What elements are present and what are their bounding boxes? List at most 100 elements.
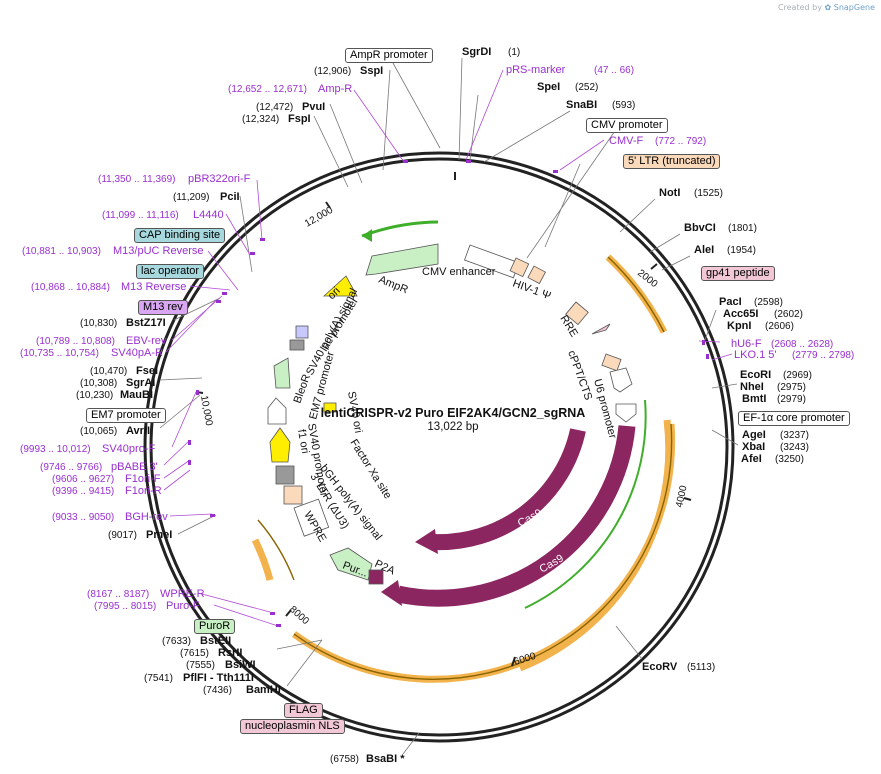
- svg-text:(12,906): (12,906): [314, 66, 351, 77]
- svg-text:(9396 .. 9415): (9396 .. 9415): [52, 486, 114, 497]
- box-flag[interactable]: FLAG: [284, 700, 323, 718]
- label-factor-xa: Factor Xa site: [347, 437, 393, 501]
- svg-text:(1801): (1801): [728, 223, 757, 234]
- primer-pbabe-3[interactable]: pBABE 3': [111, 461, 158, 473]
- primer-cmv-f[interactable]: CMV-F: [609, 135, 644, 147]
- bgh-polya-feature: [275, 465, 295, 485]
- site-pmei[interactable]: PmeI: [146, 529, 172, 541]
- svg-text:(10,830): (10,830): [80, 318, 117, 329]
- site-xbai[interactable]: XbaI: [742, 441, 765, 453]
- green-line-ampr: [361, 220, 439, 238]
- tick-4000: 4000: [674, 484, 689, 508]
- site-sgrdi[interactable]: SgrDI: [462, 46, 491, 58]
- primer-l4440[interactable]: L4440: [193, 209, 224, 221]
- lac-operator-feature: [295, 325, 309, 339]
- tick-mark-2000: [650, 263, 658, 270]
- site-paci[interactable]: PacI: [719, 296, 742, 308]
- box-lac-operator[interactable]: lac operator: [136, 261, 205, 279]
- box-cmv-promoter[interactable]: CMV promoter: [586, 115, 668, 133]
- site-rsrii[interactable]: RsrII: [218, 647, 242, 659]
- site-sspi[interactable]: SspI: [360, 65, 383, 77]
- ori-feature: [322, 275, 358, 297]
- primer-puro-f[interactable]: Puro-F: [166, 600, 200, 612]
- box-5ltr-truncated[interactable]: 5' LTR (truncated): [623, 151, 721, 169]
- site-agei[interactable]: AgeI: [742, 429, 766, 441]
- label-hiv1-psi: HIV-1 Ψ: [511, 278, 552, 303]
- primer-f1ori-f[interactable]: F1ori-F: [125, 473, 161, 485]
- backbone-outer-ring: [143, 151, 735, 743]
- site-avrii[interactable]: AvrII: [126, 425, 150, 437]
- box-cap-binding-site[interactable]: CAP binding site: [134, 225, 226, 243]
- svg-text:(7615): (7615): [180, 648, 209, 659]
- primer-m13-reverse[interactable]: M13 Reverse: [121, 281, 186, 293]
- site-bsteii[interactable]: BstEII: [200, 635, 231, 647]
- site-spei[interactable]: SpeI: [537, 81, 560, 93]
- site-nhei[interactable]: NheI: [740, 381, 764, 393]
- site-alei[interactable]: AleI: [694, 244, 714, 256]
- svg-text:(772 .. 792): (772 .. 792): [655, 136, 706, 147]
- box-puror[interactable]: PuroR: [194, 616, 236, 634]
- green-line-cas9: [524, 399, 647, 609]
- primer-ebv-rev[interactable]: EBV-rev: [126, 335, 167, 347]
- site-snabi[interactable]: SnaBI: [566, 99, 597, 111]
- site-fspi[interactable]: FspI: [288, 113, 311, 125]
- primer-m13-puc-reverse[interactable]: M13/pUC Reverse: [113, 245, 203, 257]
- primer-hu6-f[interactable]: hU6-F: [731, 338, 762, 350]
- svg-text:(9993 .. 10,012): (9993 .. 10,012): [20, 444, 91, 455]
- svg-text:(12,652 .. 12,671): (12,652 .. 12,671): [228, 84, 307, 95]
- site-bbvci[interactable]: BbvCI: [684, 222, 716, 234]
- svg-text:(10,065): (10,065): [80, 426, 117, 437]
- site-fsei[interactable]: FseI: [136, 365, 158, 377]
- primer-prs-marker[interactable]: pRS-marker: [506, 64, 566, 76]
- primer-amp-r[interactable]: Amp-R: [318, 83, 352, 95]
- site-sgrai[interactable]: SgrAI: [126, 377, 155, 389]
- site-bsabi[interactable]: BsaBI *: [366, 753, 405, 765]
- site-noti[interactable]: NotI: [659, 187, 680, 199]
- label-cmv-enhancer: CMV enhancer: [422, 266, 496, 278]
- primer-bgh-rev[interactable]: BGH-rev: [125, 511, 168, 523]
- primer-sv40pa-r[interactable]: SV40pA-R: [111, 347, 163, 359]
- site-afei[interactable]: AfeI: [741, 453, 762, 465]
- svg-text:(2606): (2606): [765, 321, 794, 332]
- svg-text:(8167 .. 8187): (8167 .. 8187): [87, 589, 149, 600]
- primer-sv40pro-f[interactable]: SV40pro-F: [102, 443, 155, 455]
- svg-text:(7436): (7436): [203, 685, 232, 696]
- box-ampr-promoter[interactable]: AmpR promoter: [345, 45, 433, 63]
- primer-f1ori-r[interactable]: F1ori-R: [125, 485, 162, 497]
- site-bstz17i[interactable]: BstZ17I: [126, 317, 166, 329]
- site-acc65i[interactable]: Acc65I: [723, 308, 758, 320]
- svg-text:(47 .. 66): (47 .. 66): [594, 65, 634, 76]
- box-nucleoplasmin-nls[interactable]: nucleoplasmin NLS: [240, 716, 345, 734]
- svg-text:(10,308): (10,308): [80, 378, 117, 389]
- site-pflfi-tth111i[interactable]: PflFI - Tth111I: [183, 672, 254, 684]
- site-bmti[interactable]: BmtI: [742, 393, 766, 405]
- svg-text:(7995 .. 8015): (7995 .. 8015): [94, 601, 156, 612]
- cas9-outer-arrowhead: [381, 580, 402, 606]
- site-ecori[interactable]: EcoRI: [740, 369, 771, 381]
- cas9-feature-outer: [396, 425, 636, 607]
- site-ecorv[interactable]: EcoRV: [642, 661, 678, 673]
- site-bamhi[interactable]: BamHI: [246, 684, 281, 696]
- site-pvui[interactable]: PvuI: [302, 101, 325, 113]
- site-pcii[interactable]: PciI: [220, 191, 240, 203]
- box-gp41-peptide[interactable]: gp41 peptide: [701, 263, 775, 281]
- orange-band-puro: [251, 538, 274, 581]
- svg-text:(1): (1): [508, 47, 520, 58]
- primer-wpre-r[interactable]: WPRE-R: [160, 588, 205, 600]
- primer-pbr322ori-f[interactable]: pBR322ori-F: [188, 173, 251, 185]
- svg-text:(11,209): (11,209): [173, 192, 210, 203]
- site-maubi[interactable]: MauBI: [120, 389, 153, 401]
- site-bsiwi[interactable]: BsiWI: [225, 659, 256, 671]
- box-m13-rev[interactable]: M13 rev: [138, 297, 188, 315]
- credit-watermark: Created by ✿ SnapGene: [777, 3, 875, 12]
- primer-lko1-5[interactable]: LKO.1 5': [734, 349, 776, 361]
- svg-text:(1954): (1954): [727, 245, 756, 256]
- svg-text:(11,350 .. 11,369): (11,350 .. 11,369): [98, 174, 175, 185]
- hiv1-psi-feature-2: [527, 265, 547, 285]
- bleor-feature: [273, 357, 291, 389]
- site-kpni[interactable]: KpnI: [727, 320, 751, 332]
- box-ef1a-core-promoter[interactable]: EF-1α core promoter: [738, 408, 850, 426]
- svg-text:(9606 .. 9627): (9606 .. 9627): [52, 474, 114, 485]
- box-em7-promoter[interactable]: EM7 promoter: [86, 405, 166, 423]
